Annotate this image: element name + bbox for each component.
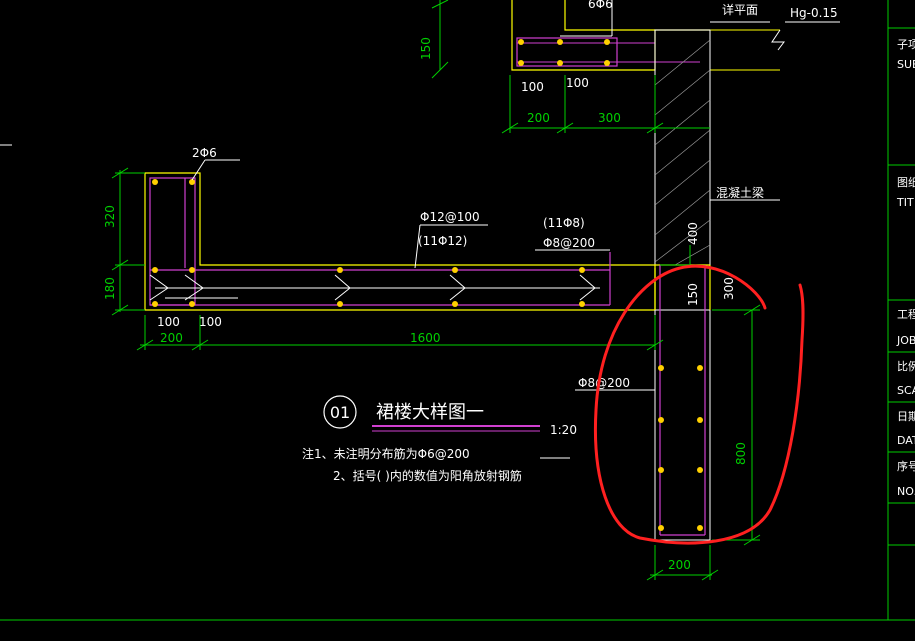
dim-bottom-200: 200: [160, 331, 183, 345]
dim-col-300: 300: [722, 277, 736, 300]
title-block: [0, 0, 915, 621]
label-phi12-at-100: Φ12@100: [420, 210, 480, 224]
wall-detail: [654, 265, 711, 541]
slab-rebar: [149, 177, 611, 306]
dim-wall-800: 800: [734, 442, 748, 465]
title-block-no-en: NO.: [897, 485, 915, 498]
slab-rebar-dots: [152, 179, 585, 307]
title-block-scale-cn: 比例: [897, 359, 915, 373]
dim-top-100b: 100: [566, 76, 589, 90]
label-floor-note: 详平面: [722, 2, 758, 17]
label-wall-phi8-at-200: Φ8@200: [578, 376, 630, 390]
label-phi8-at-200: Φ8@200: [543, 236, 595, 250]
label-6phi6: 6Φ6: [588, 0, 613, 11]
title-block-sub-cn: 子项: [897, 38, 915, 51]
dim-bottom-100a: 100: [157, 315, 180, 329]
title-block-no-cn: 序号: [897, 459, 915, 473]
title-block-title-en: TIT: [896, 196, 914, 209]
label-elevation: Hg-0.15: [790, 6, 838, 20]
title-block-date-cn: 日期: [897, 410, 915, 423]
note-line-1: 注1、未注明分布筋为Φ6@200: [302, 446, 470, 461]
title-block-job-cn: 工程: [897, 308, 915, 321]
title-block-date-en: DAT: [897, 434, 915, 447]
dim-left-180: 180: [103, 277, 117, 300]
detail-title: 01 裙楼大样图一 1:20: [323, 395, 577, 437]
top-beam-rebar-dots: [518, 39, 610, 66]
dim-top-200: 200: [527, 111, 550, 125]
label-11phi8: (11Φ8): [543, 216, 585, 230]
dim-top-300: 300: [598, 111, 621, 125]
label-11phi12: (11Φ12): [418, 234, 467, 248]
dim-col-400: 400: [686, 222, 700, 245]
detail-number-circle: [323, 395, 357, 429]
note-line-2: 2、括号( )内的数值为阳角放射钢筋: [333, 468, 522, 483]
dim-bottom-1600: 1600: [410, 331, 441, 345]
wall-rebar-dots: [658, 365, 703, 531]
dimension-texts: 150 100 100 200 300 320 180 100 100 200 …: [103, 37, 748, 572]
concrete-column: [654, 29, 711, 266]
label-concrete-beam: 混凝土梁: [716, 185, 764, 200]
label-2phi6: 2Φ6: [192, 146, 217, 160]
dimension-lines: [111, 0, 761, 581]
title-block-job-en: JOB: [896, 334, 915, 347]
notes: 注1、未注明分布筋为Φ6@200 2、括号( )内的数值为阳角放射钢筋: [302, 446, 522, 483]
red-highlight-circle: [593, 264, 805, 545]
dim-left-320: 320: [103, 205, 117, 228]
dim-top-100a: 100: [521, 80, 544, 94]
title-block-scale-en: SCA: [897, 384, 915, 397]
dim-bottom-100b: 100: [199, 315, 222, 329]
dim-col-150: 150: [686, 283, 700, 306]
detail-number: 01: [330, 403, 350, 422]
rebar-label-texts: 6Φ6 详平面 Hg-0.15 2Φ6 Φ12@100 (11Φ12) (11Φ…: [192, 0, 838, 390]
title-block-sub-en: SUB: [897, 58, 915, 71]
slab-distribution-bars: [149, 274, 600, 301]
detail-title-text: 裙楼大样图一: [376, 402, 484, 423]
dim-wall-200: 200: [668, 558, 691, 572]
detail-scale: 1:20: [550, 423, 577, 437]
dim-top-150: 150: [419, 37, 433, 60]
leader-lines: [191, 21, 840, 459]
title-block-labels: 子项 SUB 图纸 TIT 工程 JOB 比例 SCA 日期 DAT 序号 NO…: [896, 38, 915, 498]
title-block-title-cn: 图纸: [897, 176, 915, 189]
